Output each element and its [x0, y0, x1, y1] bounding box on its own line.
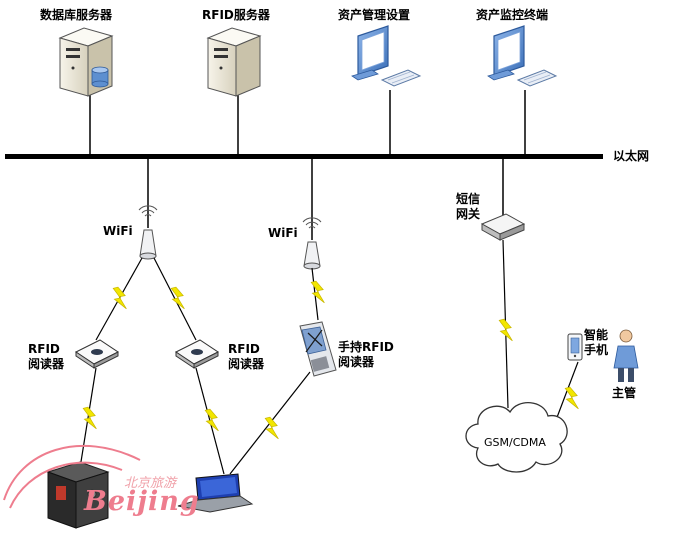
- wifi-antenna-right-icon: [302, 217, 322, 270]
- gsm-cloud-icon: [465, 402, 568, 473]
- asset-management-monitor-icon: [351, 25, 422, 87]
- database-icon: [91, 66, 109, 88]
- laptop-icon: [177, 473, 254, 513]
- watermark-en: Beijing: [84, 486, 200, 517]
- handheld-rfid-reader-icon: [299, 321, 337, 377]
- supervisor-label: 主管: [612, 386, 637, 400]
- rfid-server-icon: [206, 27, 262, 97]
- supervisor-person-icon: [613, 329, 639, 382]
- bus-links: [89, 88, 526, 240]
- safe-icon: [46, 461, 110, 529]
- handheld-rfid-label: 手持RFID 阅读器: [338, 340, 394, 369]
- asset-monitor-label: 资产监控终端: [476, 8, 549, 22]
- wifi-antenna-left-icon: [138, 205, 158, 260]
- asset-monitor-terminal-icon: [487, 25, 558, 87]
- wifi-left-label: WiFi: [103, 224, 133, 238]
- rfid-reader-mid-icon: [175, 339, 219, 369]
- asset-management-label: 资产管理设置: [338, 8, 411, 22]
- keyboard-icon: [516, 69, 558, 87]
- rfid-server-label: RFID服务器: [202, 8, 270, 22]
- rfid-reader-left-label: RFID 阅读器: [28, 342, 65, 371]
- sms-gateway-label: 短信 网关: [456, 192, 481, 221]
- database-server-label: 数据库服务器: [40, 8, 113, 22]
- gsm-cdma-label: GSM/CDMA: [484, 436, 546, 449]
- smartphone-icon: [567, 333, 583, 361]
- database-server-icon: [58, 27, 114, 97]
- rfid-reader-mid-label: RFID 阅读器: [228, 342, 265, 371]
- rfid-reader-left-icon: [75, 339, 119, 369]
- smartphone-label: 智能 手机: [584, 328, 609, 357]
- sms-gateway-icon: [480, 213, 526, 241]
- ethernet-label: 以太网: [613, 149, 650, 163]
- ethernet-bus: [5, 154, 603, 159]
- keyboard-icon: [380, 69, 422, 87]
- watermark-logo: [3, 445, 141, 509]
- wifi-right-label: WiFi: [268, 226, 298, 240]
- watermark-cn: 北京旅游: [124, 476, 177, 491]
